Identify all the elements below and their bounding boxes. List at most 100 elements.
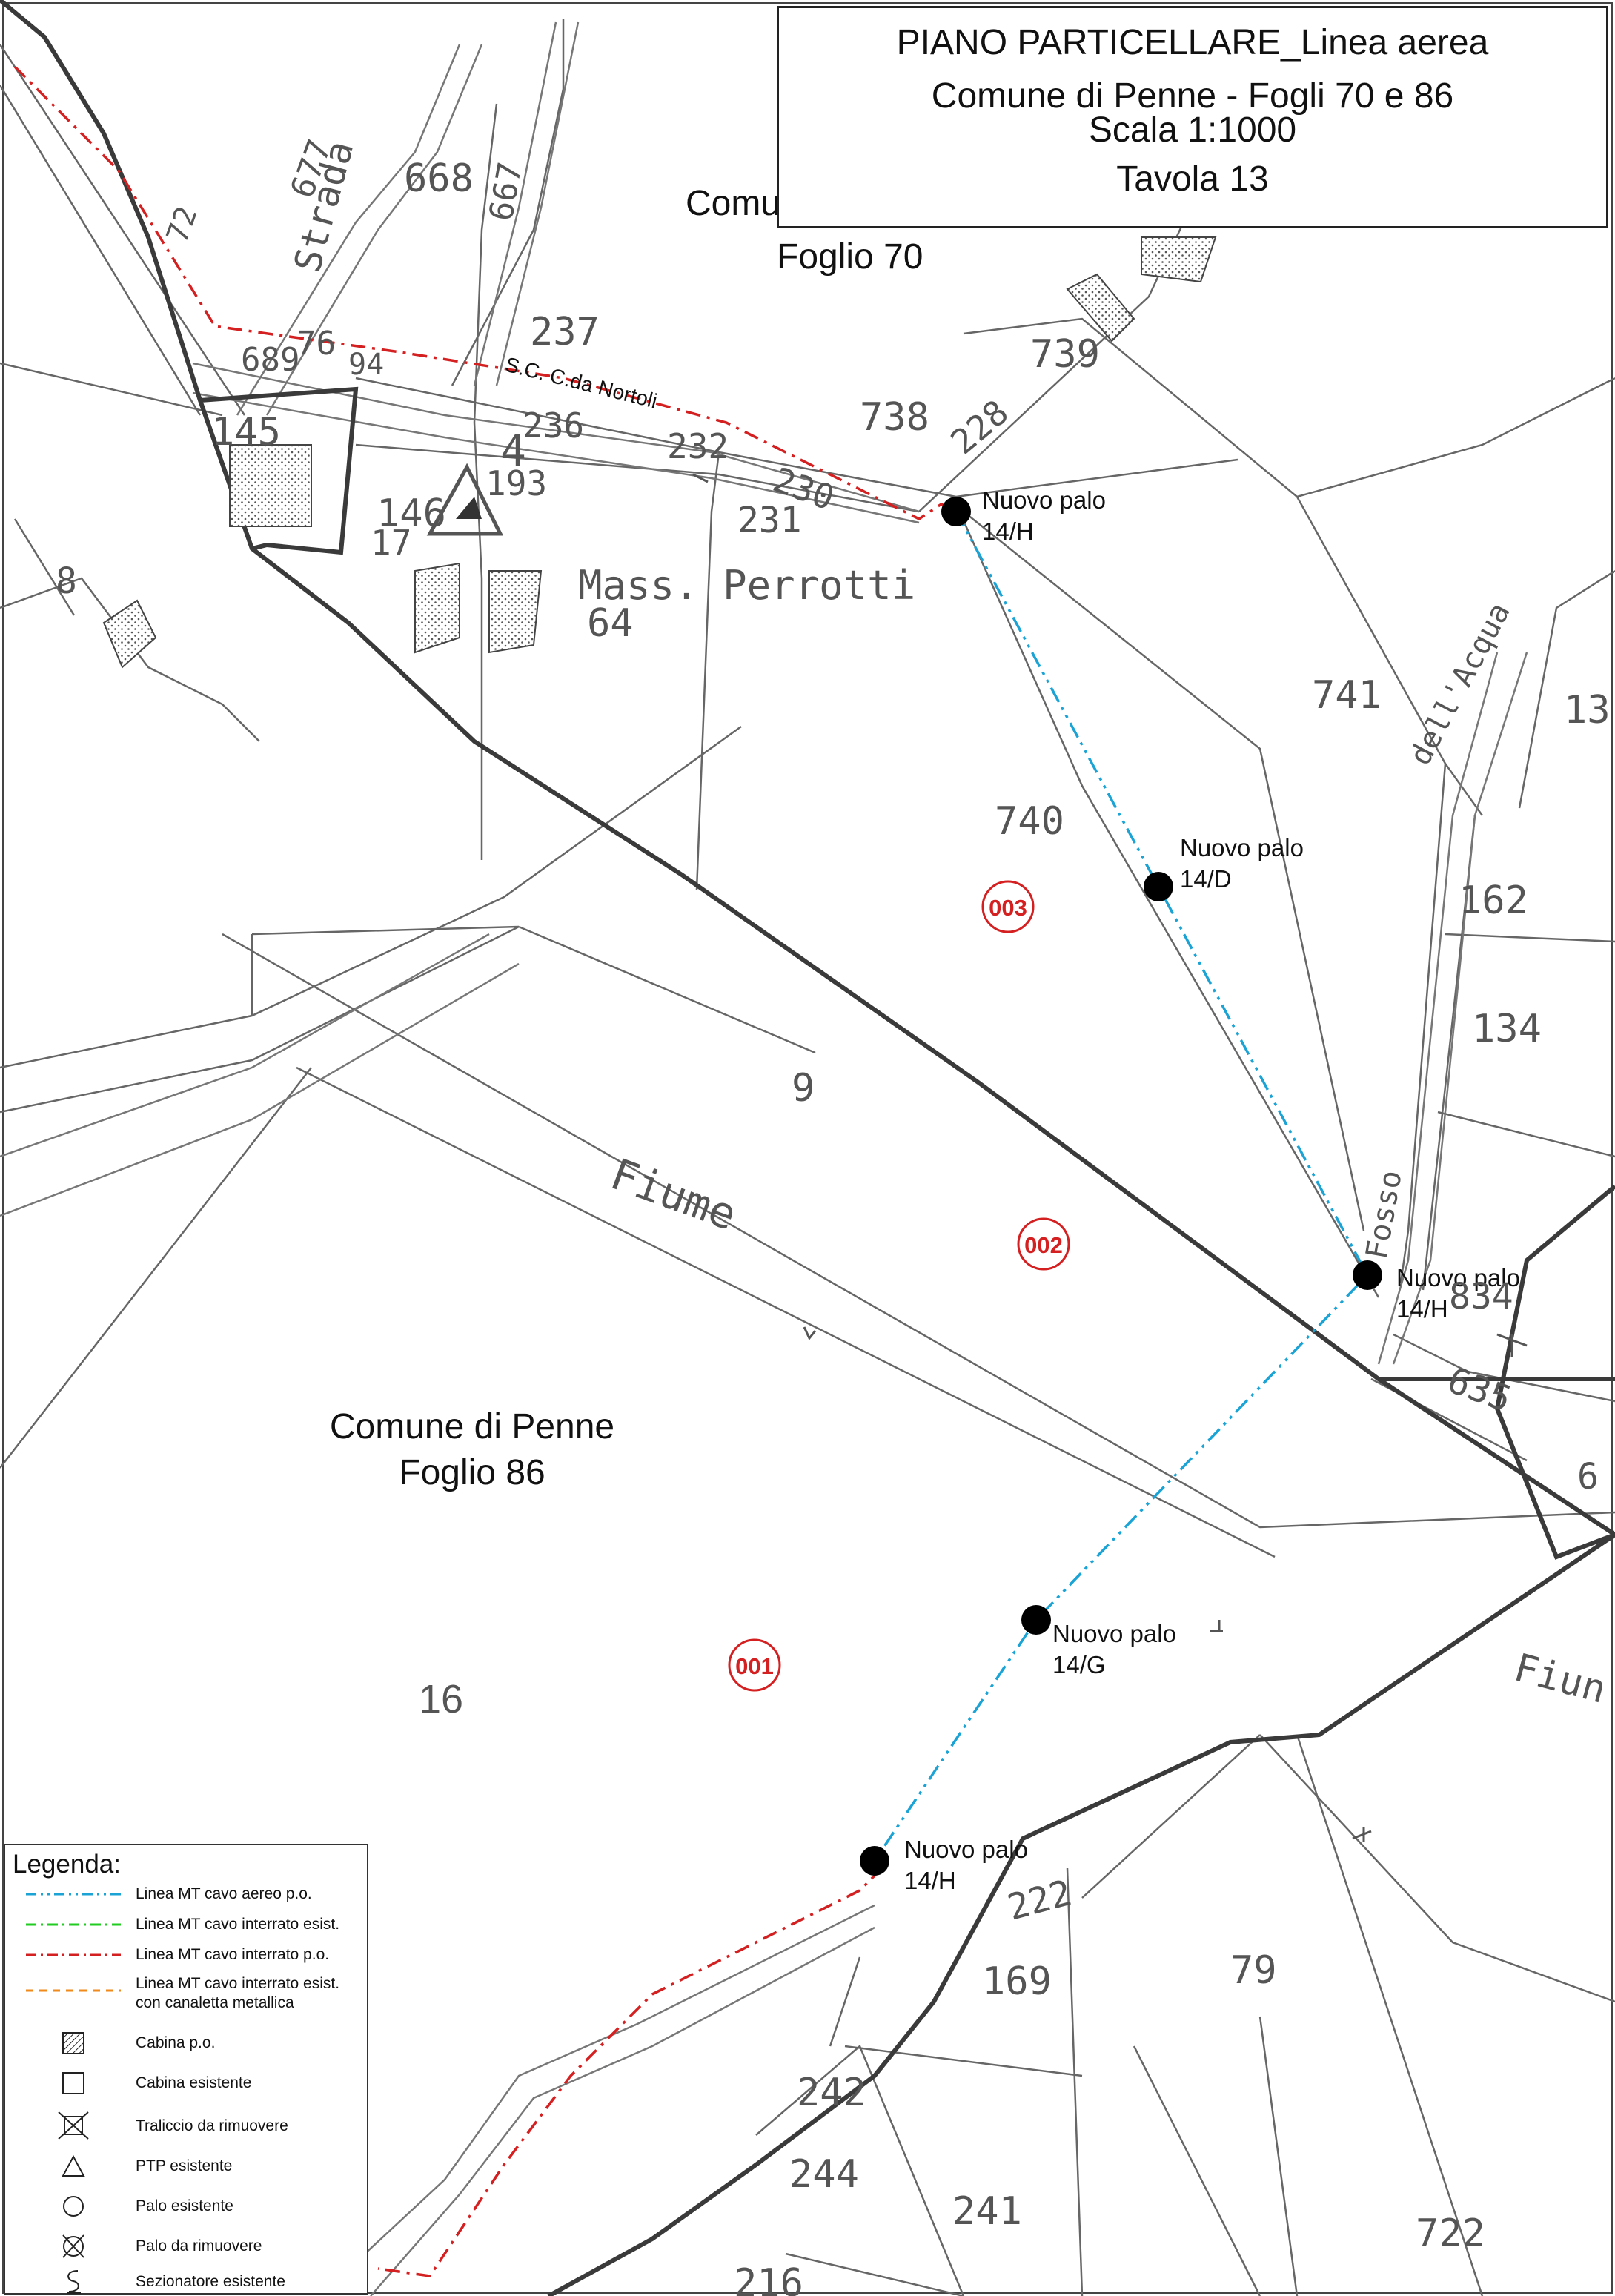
new-pole-1[interactable] bbox=[941, 497, 971, 526]
comune-penne-label: Comune di Penne bbox=[330, 1407, 614, 1446]
crossed-square-icon bbox=[58, 2111, 89, 2140]
ptp-marker bbox=[456, 497, 482, 519]
new-pole-2[interactable] bbox=[1144, 872, 1173, 901]
roads bbox=[0, 21, 1528, 2296]
particle-markers: 003 002 001 bbox=[728, 880, 1070, 1692]
poles-group bbox=[860, 497, 1382, 1876]
new-pole-4[interactable] bbox=[1021, 1605, 1051, 1635]
parcel-9: 9 bbox=[792, 1066, 815, 1111]
pole-5-code: 14/H bbox=[904, 1867, 956, 1894]
building bbox=[414, 562, 460, 654]
parcel-242: 242 bbox=[797, 2071, 866, 2115]
pole-3-label: Nuovo palo bbox=[1396, 1264, 1520, 1291]
parcel-740: 740 bbox=[995, 799, 1064, 844]
legend-label-buried-channel-2: con canaletta metallica bbox=[136, 1994, 294, 2011]
parcel-94: 94 bbox=[348, 348, 384, 382]
parcel-232: 232 bbox=[667, 426, 729, 466]
parcel-13: 13 bbox=[1564, 688, 1611, 732]
hatched-square-icon bbox=[62, 2032, 84, 2054]
parcel-lines bbox=[0, 19, 1615, 2296]
road-name-label: S.C. C.da Nortoli bbox=[503, 353, 660, 413]
buried-channel-line-icon bbox=[26, 1989, 121, 1992]
legend-label-palo-remove: Palo da rimuovere bbox=[136, 2237, 262, 2254]
parcel-834: 834 bbox=[1449, 1276, 1513, 1317]
particle-marker-003[interactable] bbox=[981, 880, 1035, 933]
parcel-146: 146 bbox=[377, 492, 446, 536]
square-icon bbox=[62, 2072, 84, 2094]
building bbox=[102, 599, 157, 669]
legend-label-cabina-po: Cabina p.o. bbox=[136, 2034, 216, 2051]
aerial-line-po bbox=[873, 511, 1370, 1862]
title-line-1: PIANO PARTICELLARE_Linea aerea bbox=[896, 23, 1489, 62]
pole-3-code: 14/H bbox=[1396, 1295, 1448, 1323]
title-block: PIANO PARTICELLARE_Linea aerea Comune di… bbox=[777, 6, 1608, 228]
masseria-label: Mass. Perrotti bbox=[578, 562, 915, 609]
legend-label-traliccio: Traliccio da rimuovere bbox=[136, 2117, 288, 2134]
ptp-existing-icon bbox=[426, 463, 504, 536]
legend-label-cabina-existing: Cabina esistente bbox=[136, 2074, 252, 2091]
legend-label-sezionatore: Sezionatore esistente bbox=[136, 2273, 285, 2290]
legend-title: Legenda: bbox=[13, 1850, 121, 1879]
building bbox=[1141, 236, 1217, 283]
pole-1-label: Nuovo palo bbox=[982, 486, 1106, 514]
parcel-169: 169 bbox=[982, 1959, 1052, 2004]
parcel-741: 741 bbox=[1312, 673, 1382, 718]
parcel-739: 739 bbox=[1030, 332, 1100, 377]
pole-1-code: 14/H bbox=[982, 517, 1034, 545]
particle-code-002: 002 bbox=[1024, 1232, 1063, 1258]
crossed-circle-icon bbox=[62, 2234, 84, 2258]
title-line-4: Tavola 13 bbox=[1116, 159, 1269, 199]
new-pole-5[interactable] bbox=[860, 1846, 889, 1876]
parcel-668: 668 bbox=[404, 156, 474, 201]
parcel-236: 236 bbox=[523, 406, 584, 446]
parcel-162: 162 bbox=[1459, 879, 1528, 923]
particle-marker-002[interactable] bbox=[1017, 1217, 1070, 1271]
parcel-4: 4 bbox=[500, 426, 526, 476]
legend-label-buried-po: Linea MT cavo interrato p.o. bbox=[136, 1946, 330, 1963]
legend-label-buried-existing: Linea MT cavo interrato esist. bbox=[136, 1916, 340, 1933]
parcel-722: 722 bbox=[1416, 2211, 1485, 2256]
parcel-72: 72 bbox=[160, 202, 205, 247]
parcel-16: 16 bbox=[419, 1677, 463, 1721]
parcel-193: 193 bbox=[485, 463, 547, 503]
title-line-3: Scala 1:1000 bbox=[1088, 110, 1297, 150]
buried-existing-line-icon bbox=[26, 1923, 121, 1926]
parcel-6: 6 bbox=[1577, 1456, 1599, 1498]
parcel-228: 228 bbox=[943, 392, 1015, 463]
new-pole-3[interactable] bbox=[1353, 1260, 1382, 1290]
legend-panel: Legenda: Linea MT cavo aereo p.o. Linea … bbox=[4, 1844, 368, 2295]
fiume-label-partial: Fiun bbox=[1510, 1646, 1611, 1713]
foglio-86-label: Foglio 86 bbox=[399, 1453, 545, 1492]
parcel-79: 79 bbox=[1230, 1948, 1277, 1993]
parcel-244: 244 bbox=[789, 2152, 859, 2197]
switch-icon bbox=[67, 2270, 81, 2294]
building bbox=[229, 444, 312, 527]
building bbox=[488, 570, 543, 654]
aerial-line-icon bbox=[26, 1893, 121, 1896]
pole-2-label: Nuovo palo bbox=[1180, 834, 1304, 861]
pole-5-label: Nuovo palo bbox=[904, 1836, 1028, 1863]
parcel-145: 145 bbox=[211, 410, 281, 454]
parcel-17: 17 bbox=[371, 523, 411, 563]
legend-label-ptp: PTP esistente bbox=[136, 2157, 233, 2174]
pole-4-code: 14/G bbox=[1052, 1651, 1106, 1678]
parcel-237: 237 bbox=[530, 310, 600, 354]
fiume-label: Fiume bbox=[604, 1148, 743, 1240]
particle-code-003: 003 bbox=[989, 895, 1027, 921]
particle-marker-001[interactable] bbox=[728, 1638, 781, 1692]
parcel-222: 222 bbox=[1004, 1872, 1076, 1929]
parcel-738: 738 bbox=[860, 395, 929, 440]
buried-line-po bbox=[13, 65, 957, 2277]
pole-2-code: 14/D bbox=[1180, 865, 1232, 893]
pole-4-label: Nuovo palo bbox=[1052, 1620, 1176, 1647]
legend-label-palo-existing: Palo esistente bbox=[136, 2197, 233, 2214]
map-ticks bbox=[692, 473, 1528, 1842]
parcel-231: 231 bbox=[737, 500, 802, 541]
circle-icon bbox=[63, 2196, 84, 2217]
comune-label-partial: Comu bbox=[686, 184, 780, 223]
parcel-241: 241 bbox=[952, 2189, 1022, 2234]
legend-label-buried-channel: Linea MT cavo interrato esist. con canal… bbox=[136, 1974, 339, 2013]
foglio-70-label: Foglio 70 bbox=[777, 237, 923, 277]
